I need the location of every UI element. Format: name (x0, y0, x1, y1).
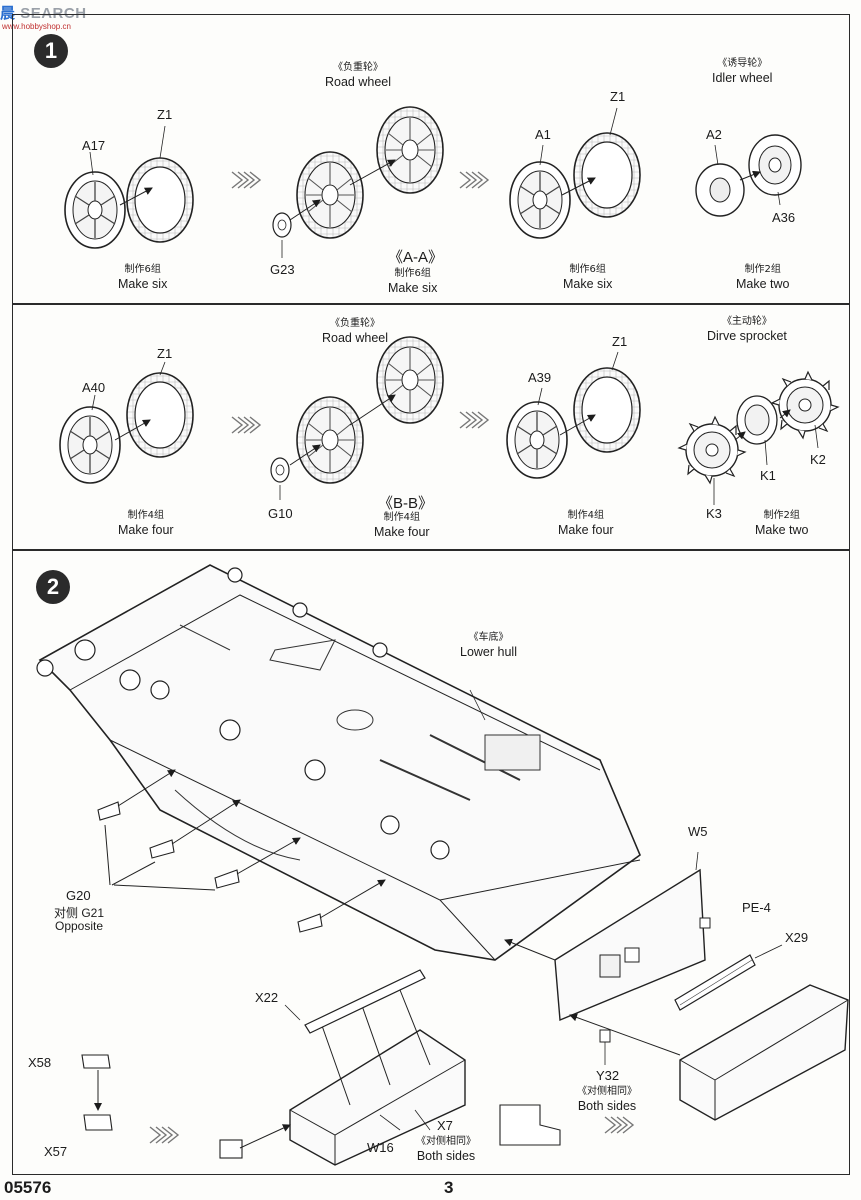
tire-z1-right-drawing (573, 132, 641, 218)
tire-z1-left-drawing-2 (126, 372, 194, 458)
part-label-a40: A40 (82, 380, 106, 395)
part-label-x22: X22 (255, 990, 279, 1005)
roadwheel-bb-back (376, 336, 444, 424)
tire-z1-left-drawing (126, 157, 194, 243)
idler-a2-drawing (695, 163, 745, 217)
wheel-a40-drawing (59, 406, 121, 484)
rear-plate-w5 (504, 851, 706, 1022)
kit-code: 05576 (4, 1178, 52, 1197)
section-label-aa: 《A-A》 (388, 249, 444, 266)
part-label-w5: W5 (688, 824, 708, 839)
part-label-x58: X58 (28, 1055, 52, 1070)
opposite-label: Opposite (55, 919, 104, 933)
part-label-z1-3: Z1 (157, 346, 173, 361)
part-label-a17: A17 (82, 138, 106, 153)
part-label-z1-2: Z1 (610, 89, 626, 104)
sprocket-k1-drawing (736, 395, 778, 445)
lower-hull-label: 《车底》 Lower hull (460, 632, 517, 659)
wheel-a17-drawing (64, 171, 126, 249)
detail-bracket (499, 1104, 561, 1146)
part-label-a2: A2 (706, 127, 722, 142)
step-badge-2: 2 (36, 570, 70, 604)
roadwheel-title-1: 《负重轮》 Road wheel (325, 62, 392, 89)
direction-arrow-1 (231, 171, 261, 189)
part-label-x57: X57 (44, 1144, 68, 1159)
part-label-a36: A36 (772, 210, 796, 225)
rear-box (569, 984, 849, 1121)
part-label-y32: Y32 (596, 1068, 620, 1083)
part-label-x7: X7 (437, 1118, 453, 1133)
watermark-url: www.hobbyshop.cn (2, 22, 71, 31)
lower-assembly (219, 969, 466, 1166)
sprocket-k3-drawing (678, 416, 746, 484)
grille-x29 (674, 944, 783, 1011)
x7-both-sides: 《对侧相同》 Both sides (416, 1136, 476, 1163)
part-label-g20: G20 (66, 888, 91, 903)
direction-arrow-3 (231, 416, 261, 434)
part-label-pe4: PE-4 (742, 900, 771, 915)
row2-drawings (59, 336, 839, 505)
part-label-z1-4: Z1 (612, 334, 628, 349)
bracket-pe4 (699, 917, 711, 929)
part-label-w16: W16 (367, 1140, 394, 1155)
bolt-y32 (599, 1029, 611, 1065)
sprocket-k2-drawing (771, 371, 839, 439)
section-label-bb: 《B-B》 (378, 495, 434, 512)
step-badge-1: 1 (34, 34, 68, 68)
step2-panel (12, 550, 850, 1175)
direction-arrow-6 (604, 1116, 634, 1134)
step1-row1-panel (12, 14, 850, 304)
wheel-a1-drawing (509, 161, 571, 239)
watermark-text: SEARCH (20, 5, 87, 22)
part-label-k3: K3 (706, 506, 722, 521)
roadwheel-aa-back (376, 106, 444, 194)
roadwheel-bb-front (296, 396, 364, 484)
sprocket-title: 《主动轮》 Dirve sprocket (707, 316, 787, 343)
part-x57 (83, 1114, 113, 1131)
step1-row2-panel (12, 304, 850, 550)
part-label-z1-1: Z1 (157, 107, 173, 122)
wheel-a39-drawing (506, 401, 568, 479)
y32-both-sides: 《对侧相同》 Both sides (577, 1086, 637, 1113)
row1-drawings (64, 106, 802, 258)
part-label-g10: G10 (268, 506, 293, 521)
watermark-logo: 晨 SEARCH (0, 5, 87, 22)
idler-title: 《诱导轮》 Idler wheel (712, 58, 773, 85)
part-label-k1: K1 (760, 468, 776, 483)
part-x58 (81, 1054, 111, 1069)
idler-a36-drawing (748, 134, 802, 196)
part-label-a1: A1 (535, 127, 551, 142)
page-number: 3 (444, 1178, 454, 1197)
part-label-g21: 对侧 G21 (54, 906, 105, 920)
tire-z1-right-drawing-2 (573, 367, 641, 453)
direction-arrow-5 (149, 1126, 179, 1144)
lower-hull-drawing (36, 564, 849, 1166)
roadwheel-aa-front (296, 151, 364, 239)
part-label-x29: X29 (785, 930, 809, 945)
direction-arrow-2 (459, 171, 489, 189)
g20-tabs (97, 801, 323, 933)
part-label-k2: K2 (810, 452, 826, 467)
part-label-g23: G23 (270, 262, 295, 277)
direction-arrow-4 (459, 411, 489, 429)
part-label-a39: A39 (528, 370, 552, 385)
roadwheel-title-2: 《负重轮》 Road wheel (322, 318, 389, 345)
